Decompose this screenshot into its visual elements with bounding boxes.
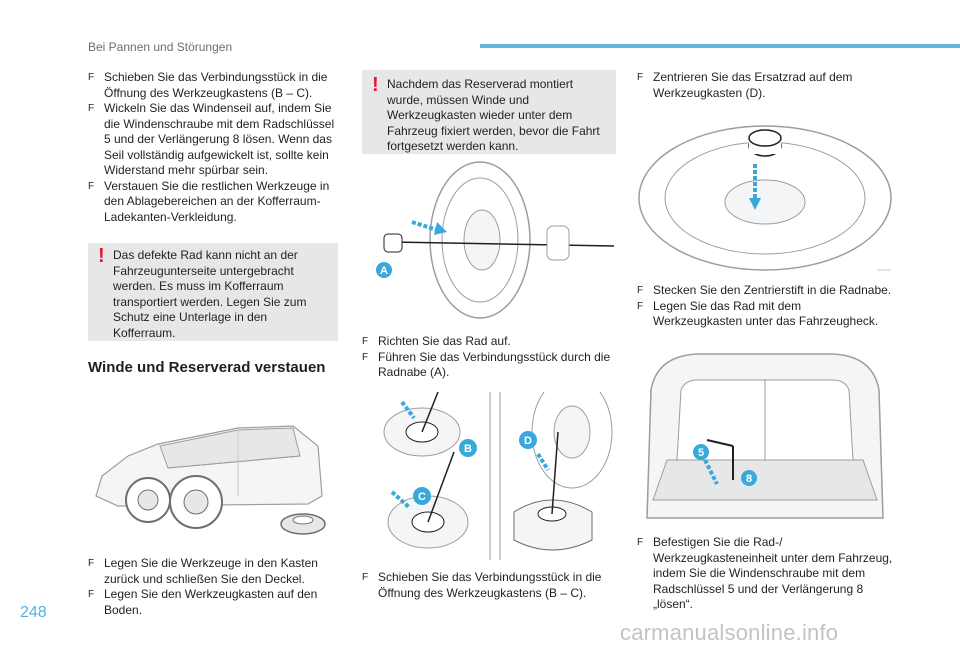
callout-label-b: B: [464, 443, 472, 455]
figure-wheel-hub-connector: A: [362, 160, 616, 324]
figure-center-spare-wheel: [637, 110, 893, 276]
page-number: 248: [20, 604, 47, 621]
header-accent-bar: [480, 44, 960, 48]
figure-toolbox-connection: B C D: [362, 392, 616, 560]
callout-label-c: C: [418, 491, 426, 503]
callout-label-5: 5: [698, 447, 704, 459]
warning-text: Das defekte Rad kann nicht an der Fahrze…: [113, 248, 307, 340]
watermark: carmanualsonline.info: [620, 620, 839, 645]
callout-label-8: 8: [746, 473, 752, 485]
warning-text: Nachdem das Reserverad montiert wurde, m…: [387, 77, 600, 153]
callout-label-d: D: [524, 435, 532, 447]
callout-label-a: A: [380, 265, 388, 277]
figure-car-spare-wheel: [88, 396, 338, 546]
warning-icon: !: [372, 74, 379, 96]
warning-icon: !: [98, 245, 105, 267]
section-title: Winde und Reserverad verstauen: [88, 359, 326, 376]
figure-boot-winch-tools: 5 8: [637, 350, 893, 520]
warning-box-defect-wheel: ! Das defekte Rad kann nicht an der Fahr…: [88, 243, 338, 341]
section-header-title: Bei Pannen und Störungen: [88, 40, 233, 54]
warning-box-refit-winch: ! Nachdem das Reserverad montiert wurde,…: [362, 70, 616, 154]
